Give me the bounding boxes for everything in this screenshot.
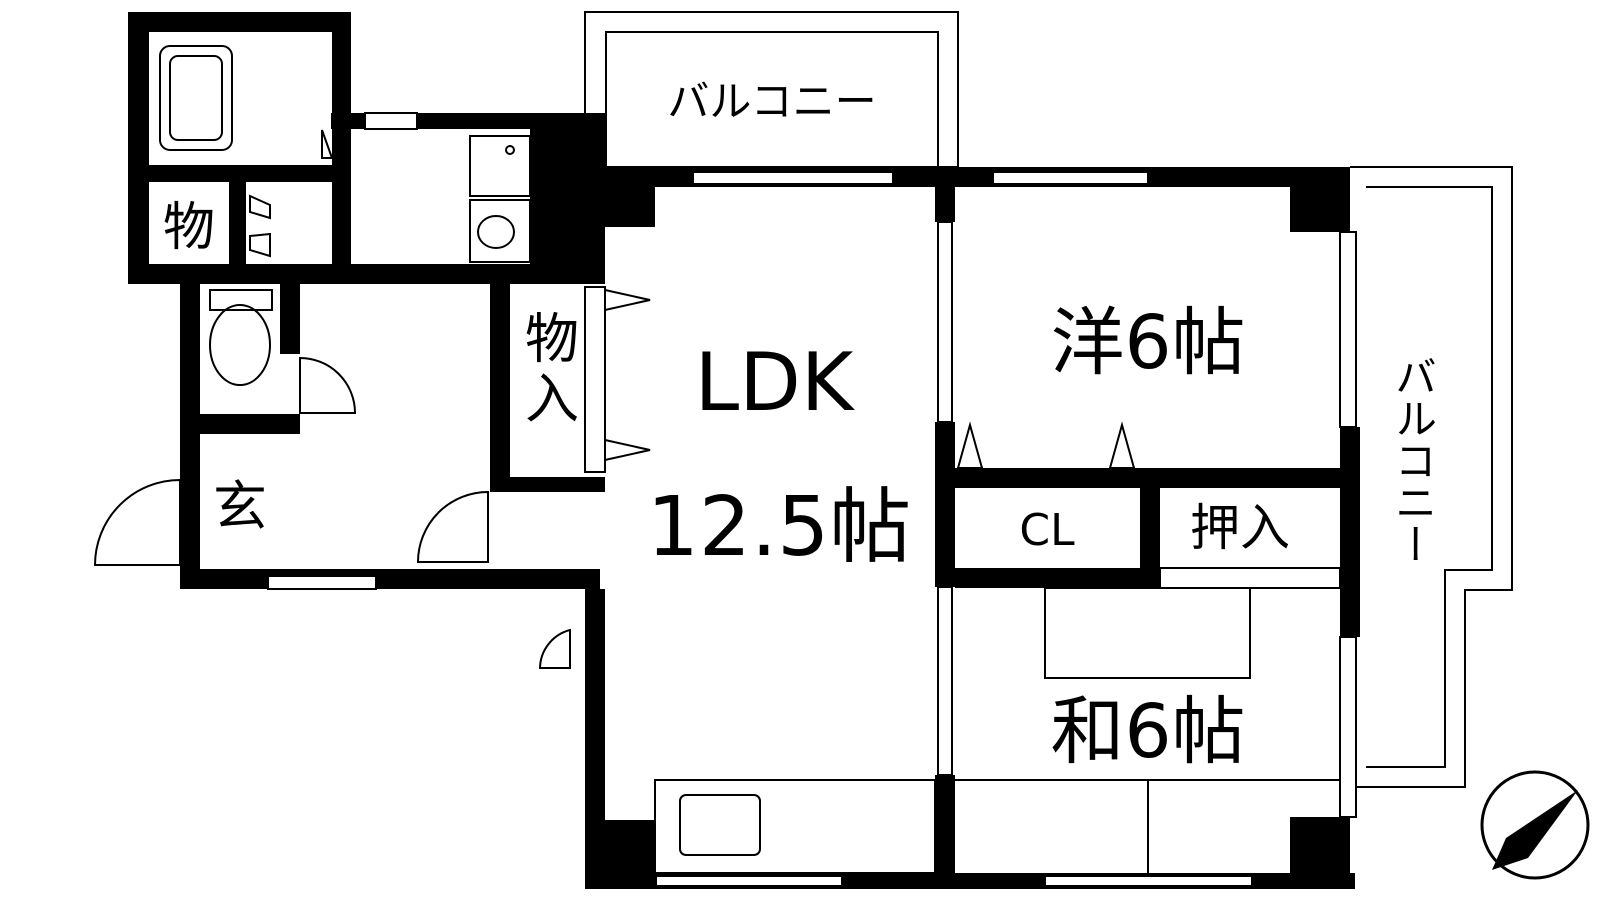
- japanese-room: [955, 567, 1357, 889]
- label-ldk-size: 12.5帖: [647, 480, 912, 575]
- label-closet: CL: [1019, 505, 1075, 556]
- label-western-room: 洋6帖: [1050, 300, 1245, 386]
- label-balcony-top: バルコニー: [667, 77, 876, 126]
- center-partition: [935, 167, 955, 889]
- western-room: [950, 167, 1360, 637]
- washroom: [321, 112, 605, 284]
- ldk-walls: [584, 167, 1355, 889]
- label-genkan: 玄: [213, 475, 267, 538]
- label-storage-entry: 物入: [516, 310, 579, 430]
- toilet-entrance: [93, 284, 605, 669]
- balcony-right: [1350, 166, 1513, 788]
- label-ldk: LDK: [695, 336, 856, 429]
- bathroom-block: [128, 12, 351, 284]
- north-arrow-icon: [1480, 770, 1590, 880]
- label-small-storage: 物: [163, 198, 215, 258]
- label-balcony-side: バルコニー: [1389, 355, 1438, 565]
- label-oshiire: 押入: [1190, 499, 1290, 557]
- label-japanese-room: 和6帖: [1050, 689, 1245, 775]
